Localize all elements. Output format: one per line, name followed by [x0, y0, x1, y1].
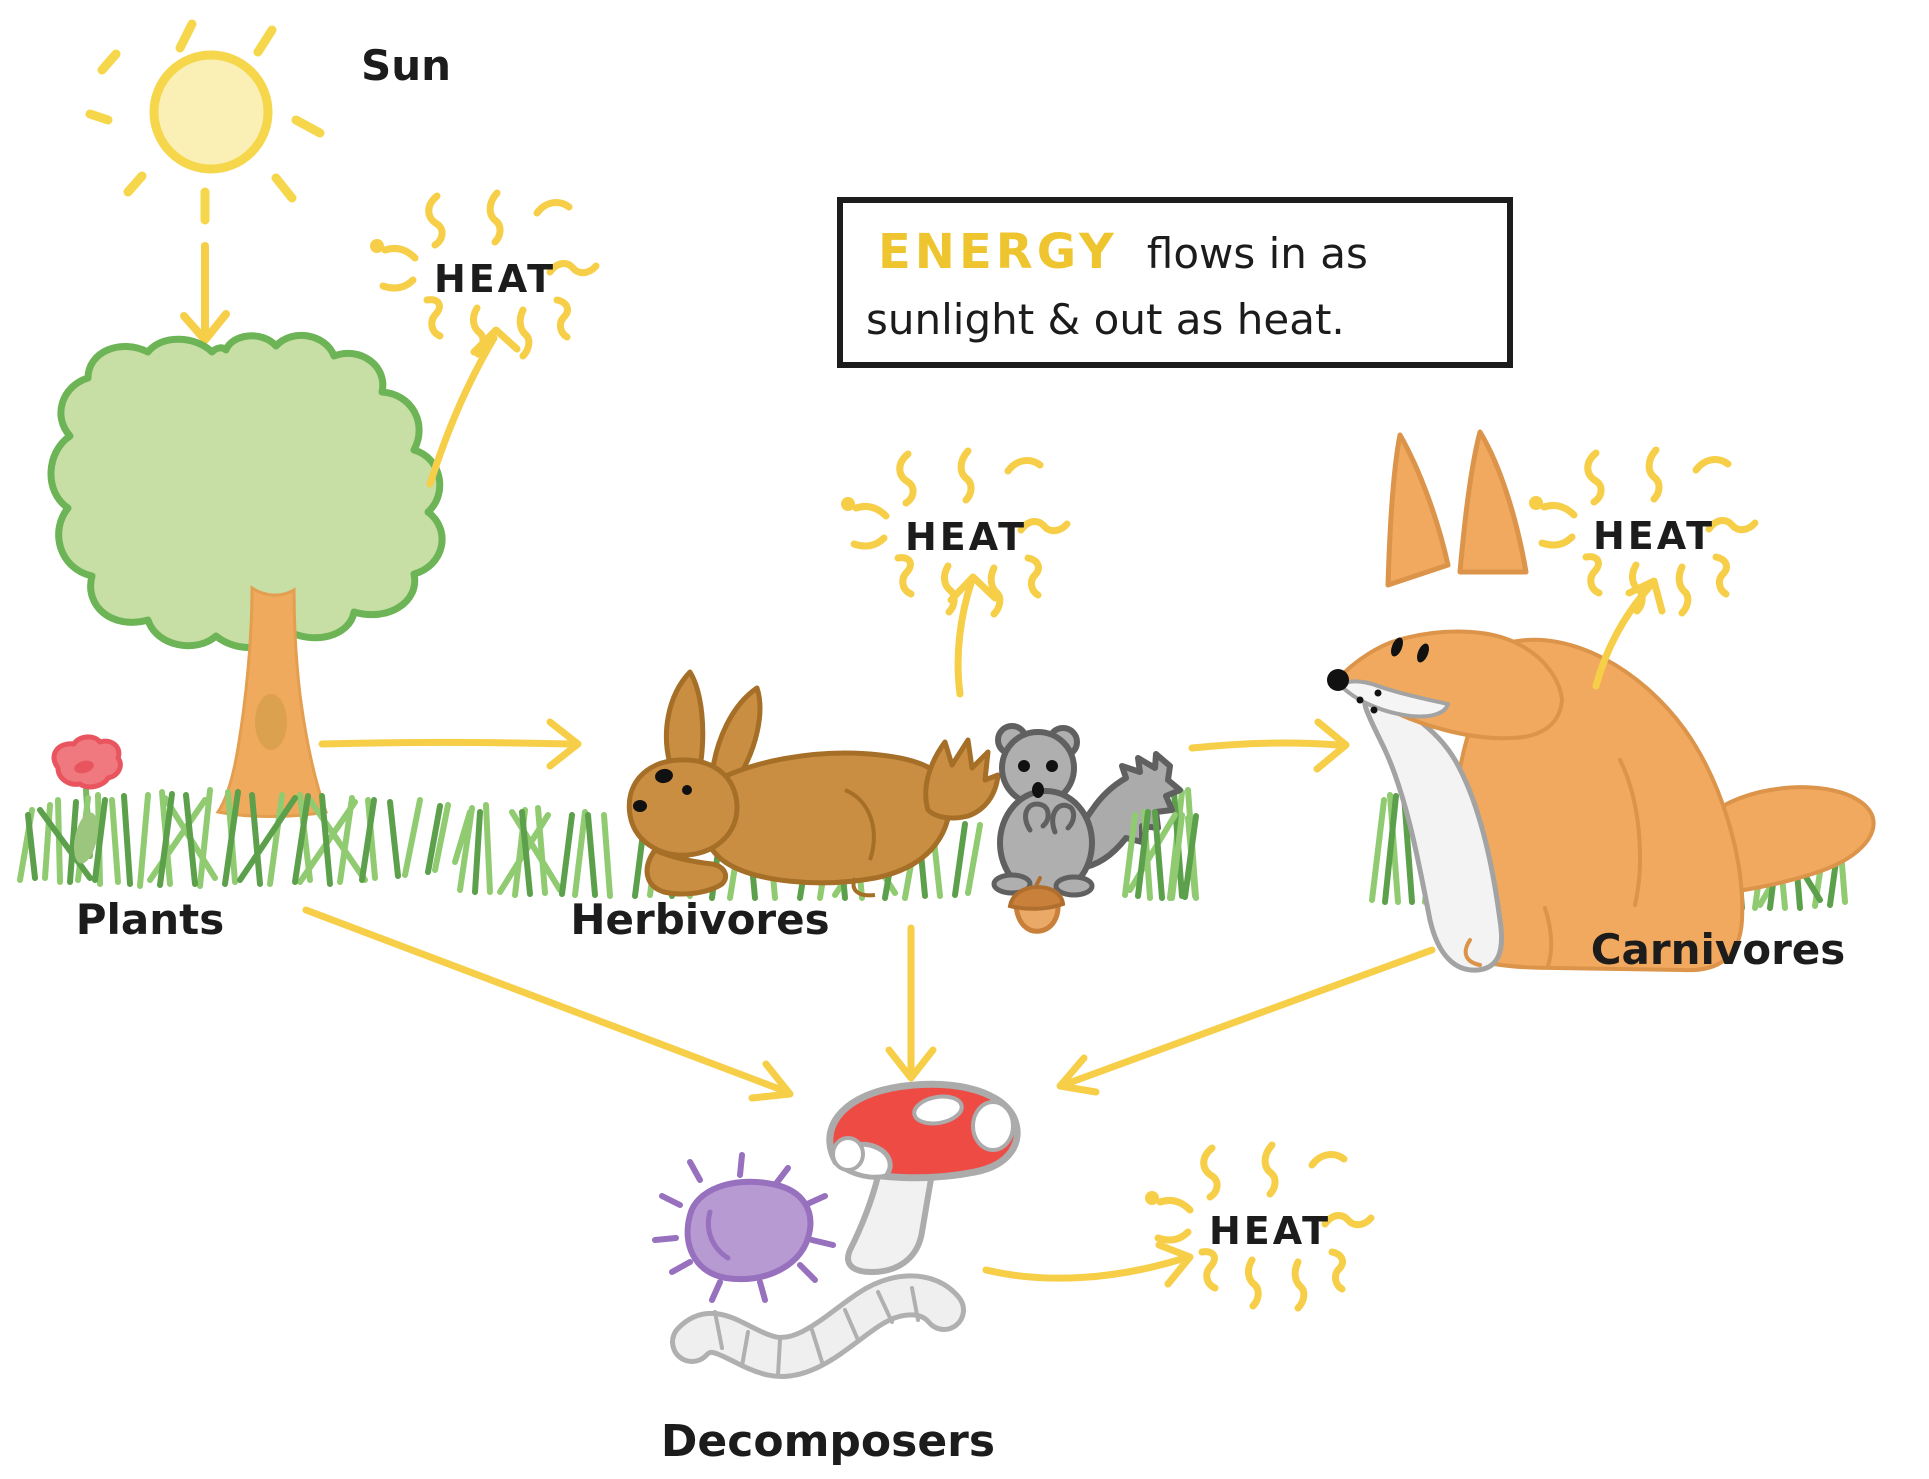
energy-box-line1: ENERGY flows in as	[878, 224, 1368, 280]
worm-icon	[670, 1273, 966, 1379]
rabbit-eye	[655, 768, 673, 784]
sun-label: Sun	[361, 41, 451, 90]
arrow-herbivores-to-decomposers	[885, 924, 937, 1082]
fox-icon	[1327, 429, 1876, 973]
plants-label: Plants	[76, 895, 225, 944]
heat-herbivores: HEAT	[841, 451, 1067, 614]
trunk-knot	[255, 694, 287, 750]
energy-callout-box: ENERGY flows in as sunlight & out as hea…	[837, 197, 1513, 368]
bacteria-icon	[652, 1152, 836, 1303]
heat-plants: HEAT	[370, 193, 596, 356]
fox-eye	[1391, 637, 1403, 657]
arrow-herbivores-to-heat	[947, 573, 999, 698]
arrow-carnivores-to-decomposers	[1056, 946, 1436, 1096]
arrow-plants-to-decomposers	[302, 906, 794, 1102]
arrow-plants-to-herbivores	[318, 718, 582, 770]
energy-highlight: ENERGY	[878, 224, 1118, 280]
energy-line1-rest: flows in as	[1147, 229, 1368, 278]
decomposers-label: Decomposers	[661, 1416, 995, 1467]
carnivores-label: Carnivores	[1591, 925, 1846, 974]
squirrel-icon	[991, 723, 1183, 898]
arrow-carnivores-to-heat	[1592, 577, 1666, 690]
rabbit-icon	[626, 669, 1001, 898]
tree-icon	[47, 331, 446, 818]
grass-plants	[17, 787, 473, 889]
rabbit-nose	[633, 800, 647, 812]
rabbit-tail	[923, 737, 1001, 821]
sun-icon	[85, 19, 325, 225]
fox-chest	[1361, 687, 1505, 973]
fox-ear	[1457, 429, 1529, 575]
acorn-icon	[1007, 876, 1066, 934]
arrow-sun-to-plants	[180, 242, 230, 344]
heat-carnivores: HEAT	[1529, 450, 1755, 613]
fox-eye	[1417, 643, 1429, 663]
herbivores-label: Herbivores	[570, 895, 829, 944]
heat-decomposers: HEAT	[1145, 1145, 1371, 1308]
arrow-decomposers-to-heat	[982, 1241, 1194, 1288]
fox-nose	[1327, 669, 1349, 691]
heat-label: HEAT	[1593, 514, 1715, 558]
tree-canopy	[47, 331, 446, 651]
rabbit-leg	[644, 847, 729, 897]
grass-leaf	[73, 812, 99, 864]
energy-box-line2: sunlight & out as heat.	[866, 295, 1345, 344]
heat-label: HEAT	[905, 515, 1027, 559]
mushroom-stem	[845, 1171, 935, 1275]
heat-label: HEAT	[1209, 1209, 1331, 1253]
fox-ear	[1385, 432, 1451, 588]
arrow-plants-to-heat	[426, 326, 521, 488]
sun-rays	[85, 19, 325, 225]
fox-muzzle	[1338, 679, 1450, 719]
mushroom-icon	[826, 1080, 1021, 1275]
heat-label: HEAT	[434, 257, 556, 301]
arrow-herbivores-to-carnivores	[1188, 718, 1350, 773]
